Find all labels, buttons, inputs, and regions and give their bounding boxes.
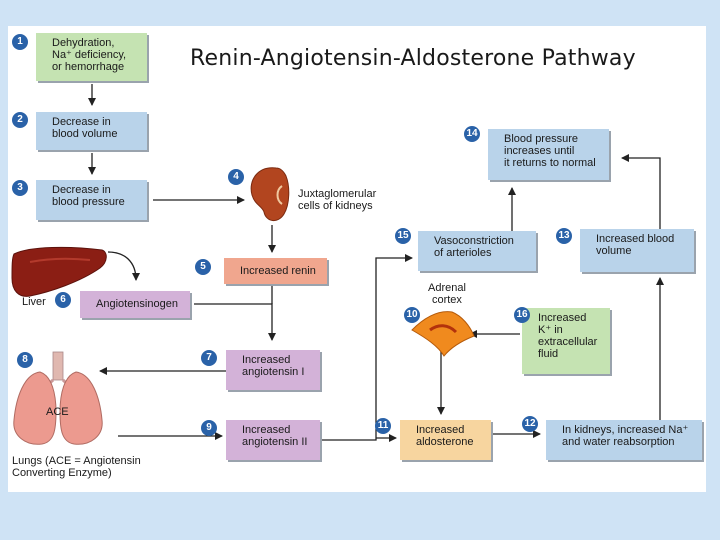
angiotensin-ii-box: Increased angiotensin II <box>226 420 320 460</box>
kidney-reabsorption-box: In kidneys, increased Na⁺ and water reab… <box>546 420 702 460</box>
increased-k-box: Increased K⁺ in extracellular fluid <box>522 308 610 374</box>
angiotensinogen-box: Angiotensinogen <box>80 291 190 318</box>
step-4-badge: 4 <box>228 169 244 185</box>
step-12-badge: 12 <box>522 416 538 432</box>
step-13-badge: 13 <box>556 228 572 244</box>
step-5-badge: 5 <box>195 259 211 275</box>
arrow-9-15 <box>322 254 413 441</box>
ace-label: ACE <box>46 406 69 418</box>
step-11-badge: 11 <box>375 418 391 434</box>
decrease-blood-pressure-box: Decrease in blood pressure <box>36 180 147 220</box>
arrow-6-7 <box>194 303 276 341</box>
step-10-badge: 10 <box>404 307 420 323</box>
angiotensin-i-box: Increased angiotensin I <box>226 350 320 390</box>
step-3-badge: 3 <box>12 180 28 196</box>
aldosterone-box: Increased aldosterone <box>400 420 491 460</box>
kidney-illustration <box>250 167 290 221</box>
step-7-badge: 7 <box>201 350 217 366</box>
adrenal-cortex-illustration <box>411 311 475 357</box>
increased-renin-box: Increased renin <box>224 258 327 284</box>
step-16-badge: 16 <box>514 307 530 323</box>
increased-blood-volume-box: Increased blood volume <box>580 229 694 272</box>
blood-pressure-normal-box: Blood pressure increases until it return… <box>488 129 609 180</box>
liver-illustration <box>11 246 107 297</box>
diagram-title: Renin-Angiotensin-Aldosterone Pathway <box>190 46 636 71</box>
arrow-liver-6 <box>107 251 140 281</box>
dehydration-box: Dehydration, Na⁺ deficiency, or hemorrha… <box>36 33 147 81</box>
decrease-blood-volume-box: Decrease in blood volume <box>36 112 147 150</box>
step-14-badge: 14 <box>464 126 480 142</box>
vasoconstriction-box: Vasoconstriction of arterioles <box>418 231 536 271</box>
step-8-badge: 8 <box>17 352 33 368</box>
step-6-badge: 6 <box>55 292 71 308</box>
adrenal-cortex-label: Adrenal cortex <box>428 282 466 306</box>
liver-label: Liver <box>22 296 46 308</box>
step-1-badge: 1 <box>12 34 28 50</box>
juxtaglomerular-label: Juxtaglomerular cells of kidneys <box>298 188 377 212</box>
lungs-illustration <box>13 351 103 445</box>
step-9-badge: 9 <box>201 420 217 436</box>
step-2-badge: 2 <box>12 112 28 128</box>
step-15-badge: 15 <box>395 228 411 244</box>
arrow-13-14 <box>621 154 661 232</box>
lungs-label: Lungs (ACE = Angiotensin Converting Enzy… <box>12 455 141 479</box>
